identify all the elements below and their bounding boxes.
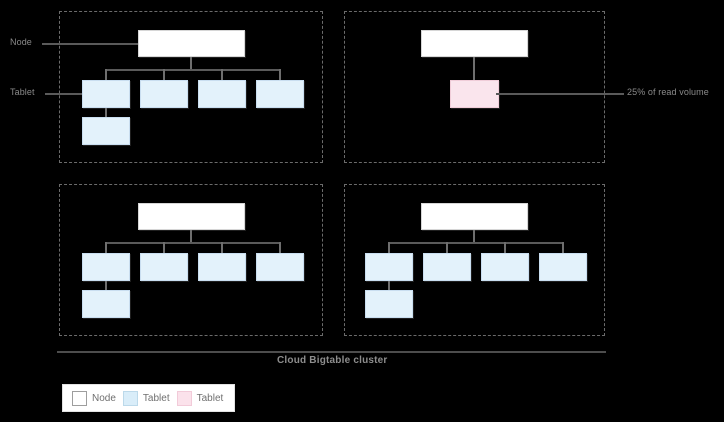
connector-drop-2 <box>163 69 165 81</box>
connector-drop-1 <box>105 69 107 81</box>
connector-drop-extra <box>105 108 107 117</box>
legend-item-tablet: Tablet <box>122 390 170 406</box>
legend: Node Tablet Tablet <box>62 384 235 412</box>
connector-drop-extra <box>105 281 107 290</box>
node-box <box>421 30 528 57</box>
connector-drop-extra <box>388 281 390 290</box>
tablet-annotation-label: Tablet <box>10 87 35 97</box>
hot-tablet-box <box>450 80 499 108</box>
connector-node-trunk <box>473 57 475 81</box>
cluster-caption: Cloud Bigtable cluster <box>277 355 388 366</box>
tablet-box <box>82 290 130 318</box>
node-box <box>138 203 245 230</box>
connector-node-trunk <box>190 230 192 243</box>
node-group-top-left <box>59 11 323 163</box>
tablet-box <box>198 253 246 281</box>
tablet-box <box>539 253 587 281</box>
cluster-divider <box>57 351 606 353</box>
node-annotation-leader-line <box>42 43 139 45</box>
legend-label: Tablet <box>196 392 224 404</box>
tablet-swatch-icon <box>122 390 138 406</box>
node-swatch-icon <box>72 390 87 406</box>
legend-label: Tablet <box>142 392 170 404</box>
tablet-box <box>198 80 246 108</box>
node-group-top-right <box>344 11 605 163</box>
connector-bus <box>105 242 280 244</box>
connector-drop-3 <box>221 242 223 254</box>
tablet-box <box>256 80 304 108</box>
legend-item-node: Node <box>72 390 116 406</box>
tablet-box <box>423 253 471 281</box>
node-box <box>421 203 528 230</box>
tablet-box <box>82 253 130 281</box>
tablet-box <box>256 253 304 281</box>
tablet-box <box>82 80 130 108</box>
node-group-bottom-right <box>344 184 605 336</box>
tablet-box <box>365 253 413 281</box>
tablet-box <box>140 80 188 108</box>
legend-item-hot-tablet: Tablet <box>176 390 224 406</box>
tablet-box <box>481 253 529 281</box>
connector-drop-4 <box>562 242 564 254</box>
node-group-bottom-left <box>59 184 323 336</box>
connector-drop-1 <box>105 242 107 254</box>
connector-drop-4 <box>279 69 281 81</box>
read-volume-label: 25% of read volume <box>627 87 709 97</box>
read-volume-leader-line <box>496 93 624 95</box>
connector-node-trunk <box>190 57 192 70</box>
connector-drop-2 <box>446 242 448 254</box>
tablet-box <box>365 290 413 318</box>
connector-bus <box>105 69 280 71</box>
connector-node-trunk <box>473 230 475 243</box>
node-box <box>138 30 245 57</box>
connector-drop-2 <box>163 242 165 254</box>
connector-drop-1 <box>388 242 390 254</box>
connector-drop-3 <box>504 242 506 254</box>
hot-tablet-swatch-icon <box>176 390 192 406</box>
tablet-box <box>82 117 130 145</box>
legend-label: Node <box>92 392 116 404</box>
tablet-box <box>140 253 188 281</box>
connector-drop-4 <box>279 242 281 254</box>
connector-drop-3 <box>221 69 223 81</box>
connector-bus <box>388 242 563 244</box>
node-annotation-label: Node <box>10 37 32 47</box>
tablet-annotation-leader-line <box>45 93 83 95</box>
